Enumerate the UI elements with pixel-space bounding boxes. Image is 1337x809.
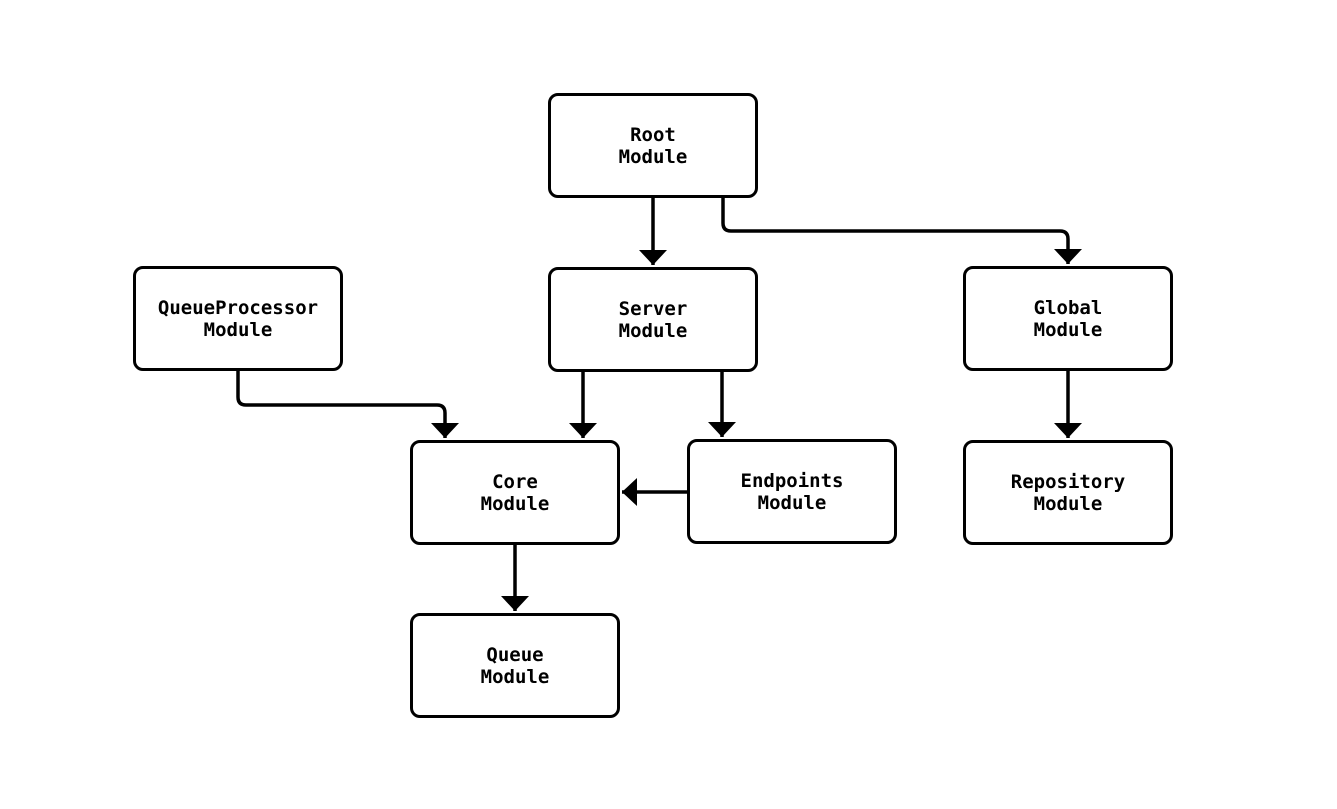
node-label-line2: Module: [480, 492, 550, 515]
node-label-line1: Root: [630, 123, 676, 146]
node-label-line2: Module: [757, 491, 827, 514]
node-label-line2: Module: [1033, 492, 1103, 515]
node-label-line2: Module: [480, 665, 550, 688]
node-server-module: Server Module: [548, 267, 758, 372]
node-label-line2: Module: [618, 145, 688, 168]
node-repository-module: Repository Module: [963, 440, 1173, 545]
node-global-module: Global Module: [963, 266, 1173, 371]
node-label-line1: Core: [492, 470, 538, 493]
edge-root-to-global: [721, 198, 1082, 264]
node-label-line1: QueueProcessor: [157, 296, 319, 319]
node-label-line1: Queue: [486, 643, 544, 666]
node-endpoints-module: Endpoints Module: [687, 439, 897, 544]
node-label-line1: Server: [618, 297, 688, 320]
edge-queueprocessor-to-core: [236, 371, 459, 438]
node-label-line1: Endpoints: [740, 469, 844, 492]
node-label-line1: Repository: [1010, 470, 1126, 493]
node-core-module: Core Module: [410, 440, 620, 545]
node-label-line2: Module: [203, 318, 273, 341]
node-label-line1: Global: [1033, 296, 1103, 319]
node-label-line2: Module: [618, 319, 688, 342]
node-queueprocessor-module: QueueProcessor Module: [133, 266, 343, 371]
node-label-line2: Module: [1033, 318, 1103, 341]
node-root-module: Root Module: [548, 93, 758, 198]
node-queue-module: Queue Module: [410, 613, 620, 718]
